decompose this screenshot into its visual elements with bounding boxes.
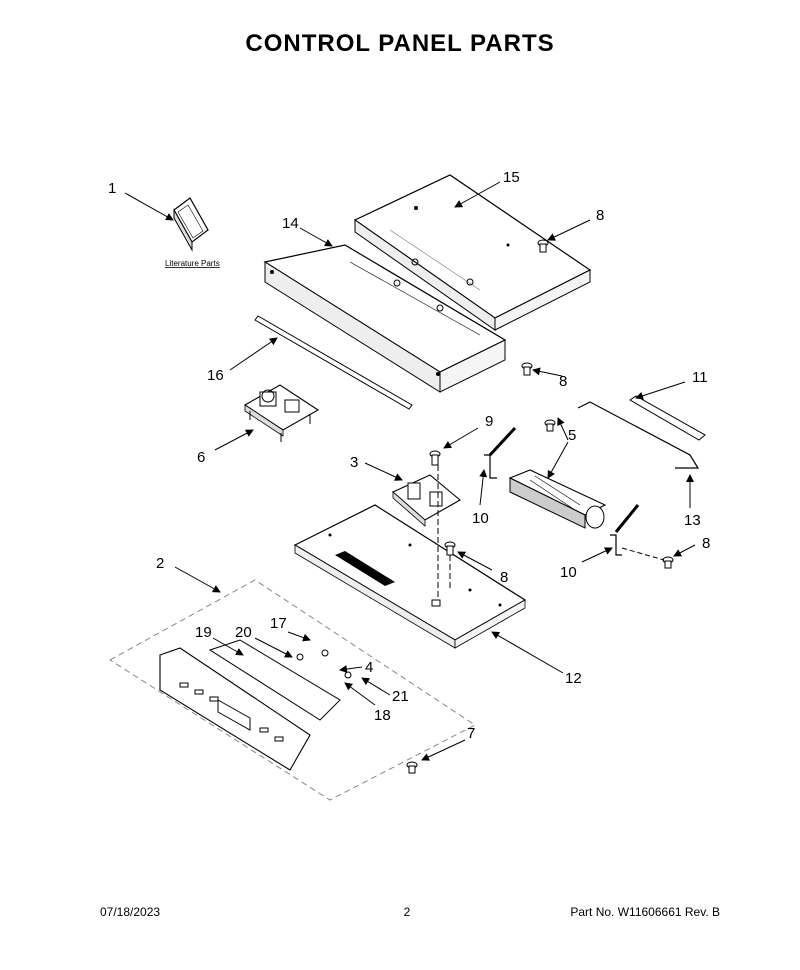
- callout-10-left: 10: [472, 510, 489, 527]
- callout-numbers: 1 15 8 14 16 8 11 6 9 5 3 10 13 2 8 10 8…: [108, 169, 710, 742]
- callout-8-bracket: 8: [702, 535, 710, 552]
- footer-part-number: Part No. W11606661 Rev. B: [570, 905, 720, 919]
- callout-5: 5: [568, 427, 576, 444]
- screw-8-plate: [444, 541, 456, 556]
- callout-17: 17: [270, 615, 287, 632]
- literature-parts-label: Literature Parts: [165, 259, 220, 268]
- callout-4: 4: [365, 659, 373, 676]
- callout-14: 14: [282, 215, 299, 232]
- page-title: CONTROL PANEL PARTS: [245, 30, 555, 57]
- screw-8-top: [537, 239, 549, 253]
- callout-19: 19: [195, 624, 212, 641]
- screw-7: [406, 761, 418, 774]
- callout-7: 7: [467, 725, 475, 742]
- cooling-fan-part: [508, 469, 607, 529]
- fan-bracket-right: [610, 504, 640, 556]
- callout-6: 6: [197, 449, 205, 466]
- callout-21: 21: [392, 688, 409, 705]
- callout-12: 12: [565, 670, 582, 687]
- literature-part: Literature Parts: [165, 197, 220, 268]
- callout-8-top: 8: [596, 207, 604, 224]
- control-panel-assembly: [109, 579, 476, 801]
- leader-lines: [124, 181, 696, 761]
- callout-8-housing: 8: [559, 373, 567, 390]
- screw-9: [429, 450, 441, 466]
- callout-15: 15: [503, 169, 520, 186]
- fan-bracket-left: [484, 426, 517, 479]
- callout-9: 9: [485, 413, 493, 430]
- callout-20: 20: [235, 624, 252, 641]
- callout-16: 16: [207, 367, 224, 384]
- gasket-strip-part: [254, 315, 413, 410]
- callout-18: 18: [374, 707, 391, 724]
- screw-8-rail: [544, 419, 556, 432]
- mounting-plate-part: [293, 465, 527, 649]
- rail-bracket-part: [577, 395, 706, 469]
- screw-8-bracket: [621, 547, 674, 569]
- control-housing-part: [263, 244, 507, 393]
- footer-page-number: 2: [403, 905, 411, 919]
- callout-11: 11: [692, 369, 708, 386]
- power-board-part: [243, 384, 320, 442]
- callout-1: 1: [108, 180, 116, 197]
- callout-2: 2: [156, 555, 164, 572]
- footer-date: 07/18/2023: [100, 905, 161, 919]
- callout-10-right: 10: [560, 564, 577, 581]
- screw-8-housing: [521, 362, 533, 376]
- top-cover-part: [353, 174, 592, 331]
- callout-13: 13: [684, 512, 701, 529]
- callout-8-plate: 8: [500, 569, 508, 586]
- bracket-assembly-part: [391, 474, 461, 527]
- callout-3: 3: [350, 454, 358, 471]
